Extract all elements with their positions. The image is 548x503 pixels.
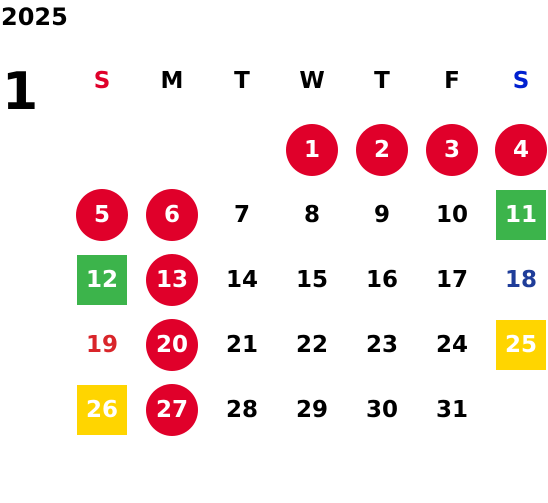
day-22: 22 (295, 332, 328, 358)
day-31: 31 (435, 397, 468, 423)
day-9: 9 (373, 202, 390, 228)
day-11: 11 (496, 190, 546, 240)
weekday-header-friday: F (444, 68, 460, 94)
weekday-header-saturday: S (512, 68, 530, 94)
year-label: 2025 (1, 3, 68, 31)
day-21: 21 (225, 332, 258, 358)
day-7: 7 (233, 202, 250, 228)
day-25: 25 (496, 320, 546, 370)
weekday-header-thursday: T (374, 68, 390, 94)
day-24: 24 (435, 332, 468, 358)
day-13: 13 (146, 254, 198, 306)
day-17: 17 (435, 267, 468, 293)
day-26: 26 (77, 385, 127, 435)
month-number: 1 (2, 62, 39, 122)
day-1: 1 (286, 124, 338, 176)
day-5: 5 (76, 189, 128, 241)
day-2: 2 (356, 124, 408, 176)
day-28: 28 (225, 397, 258, 423)
day-20: 20 (146, 319, 198, 371)
weekday-header-tuesday: T (234, 68, 250, 94)
weekday-header-monday: M (160, 68, 184, 94)
day-14: 14 (225, 267, 258, 293)
day-23: 23 (365, 332, 398, 358)
day-30: 30 (365, 397, 398, 423)
day-12: 12 (77, 255, 127, 305)
weekday-header-wednesday: W (299, 68, 325, 94)
day-8: 8 (303, 202, 320, 228)
day-18: 18 (504, 267, 537, 293)
day-3: 3 (426, 124, 478, 176)
day-16: 16 (365, 267, 398, 293)
day-29: 29 (295, 397, 328, 423)
day-6: 6 (146, 189, 198, 241)
day-4: 4 (495, 124, 547, 176)
weekday-header-sunday: S (93, 68, 111, 94)
day-15: 15 (295, 267, 328, 293)
day-10: 10 (435, 202, 468, 228)
day-27: 27 (146, 384, 198, 436)
day-19: 19 (85, 332, 118, 358)
